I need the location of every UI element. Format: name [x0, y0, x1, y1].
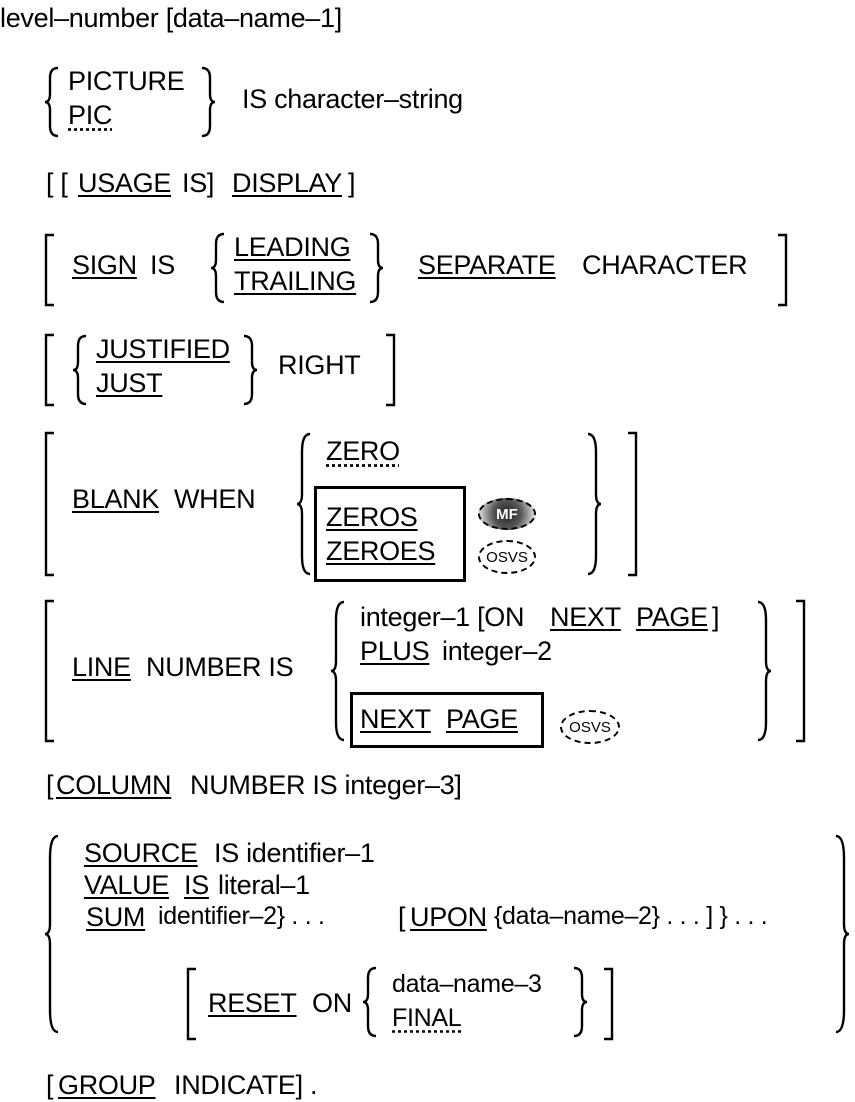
line-option-next: NEXT: [550, 602, 621, 632]
right-bracket: [386, 333, 396, 407]
usage-close-bracket: ]: [348, 168, 356, 198]
line-option-page: PAGE: [636, 602, 708, 632]
value-is-keyword: IS: [184, 870, 209, 900]
right-brace: [835, 834, 850, 1034]
right-bracket: [628, 431, 638, 577]
picture-tail: IS character–string: [242, 84, 463, 114]
usage-open-bracket: [ [: [46, 168, 68, 198]
left-brace: [44, 834, 59, 1034]
right-brace: [587, 432, 602, 576]
usage-keyword: USAGE: [78, 168, 172, 198]
integer-2: integer–2: [442, 636, 552, 666]
left-bracket: [44, 233, 54, 307]
left-bracket: [44, 599, 54, 743]
just-keyword: JUST: [96, 368, 163, 398]
sign-keyword: SIGN: [72, 250, 137, 280]
zero-keyword: ZERO: [326, 436, 400, 466]
osvs-badge-icon: OSVS: [478, 540, 536, 574]
column-keyword: COLUMN: [56, 770, 172, 800]
picture-keyword: PICTURE: [68, 66, 185, 96]
justified-keyword: JUSTIFIED: [96, 334, 230, 364]
left-bracket: [44, 333, 54, 407]
final-keyword: FINAL: [392, 1004, 462, 1032]
on-keyword: ON: [312, 988, 352, 1018]
group-open-bracket: [: [46, 1070, 54, 1100]
usage-is: IS]: [182, 168, 215, 198]
sign-is: IS: [150, 250, 175, 280]
leading-keyword: LEADING: [234, 232, 351, 262]
left-bracket: [186, 967, 196, 1041]
data-name-3: data–name–3: [392, 970, 542, 998]
group-rest: INDICATE] .: [174, 1070, 318, 1100]
upon-rest: {data–name–2} . . . ] } . . .: [494, 902, 768, 930]
pic-keyword: PIC: [68, 100, 113, 130]
left-brace: [330, 600, 345, 742]
zeros-keyword: ZEROS: [326, 502, 418, 532]
value-rest: literal–1: [218, 870, 310, 900]
left-brace: [210, 232, 225, 304]
sum-keyword: SUM: [86, 902, 146, 932]
display-keyword: DISPLAY: [232, 168, 342, 198]
reset-keyword: RESET: [208, 988, 297, 1018]
right-bracket: [796, 599, 806, 743]
left-brace: [362, 966, 377, 1038]
osvs-badge-icon: OSVS: [560, 710, 620, 744]
left-bracket: [44, 431, 54, 577]
right-brace: [757, 600, 772, 742]
source-rest: IS identifier–1: [214, 838, 375, 868]
line-option-close: ]: [712, 602, 720, 632]
trailing-keyword: TRAILING: [234, 266, 357, 296]
syntax-header: level–number [data–name–1]: [0, 3, 342, 33]
blank-keyword: BLANK: [72, 484, 160, 514]
sum-rest: identifier–2} . . .: [158, 902, 325, 930]
right-brace: [573, 966, 588, 1038]
line-option-integer-1: integer–1 [ON: [360, 602, 525, 632]
left-brace: [44, 66, 59, 138]
column-open-bracket: [: [46, 770, 54, 800]
when-keyword: WHEN: [174, 484, 256, 514]
source-keyword: SOURCE: [84, 838, 198, 868]
mf-badge-icon: MF: [478, 498, 536, 530]
line-keyword: LINE: [72, 652, 131, 682]
right-brace: [243, 334, 258, 406]
right-keyword: RIGHT: [278, 350, 361, 380]
ansi-extension-box: [314, 486, 466, 582]
right-bracket: [778, 233, 788, 307]
left-brace: [72, 334, 87, 406]
upon-keyword: UPON: [410, 902, 487, 932]
left-brace: [296, 432, 311, 576]
value-keyword: VALUE: [84, 870, 170, 900]
column-rest: NUMBER IS integer–3]: [190, 770, 462, 800]
right-bracket: [604, 967, 614, 1041]
upon-open-bracket: [: [398, 902, 406, 932]
plus-keyword: PLUS: [360, 636, 430, 666]
separate-keyword: SEPARATE: [418, 250, 556, 280]
page-keyword: PAGE: [446, 704, 518, 734]
group-keyword: GROUP: [58, 1070, 156, 1100]
character-keyword: CHARACTER: [582, 250, 748, 280]
ansi-extension-box: [350, 692, 544, 748]
right-brace: [369, 232, 384, 304]
right-brace: [201, 66, 216, 138]
next-keyword: NEXT: [360, 704, 431, 734]
zeroes-keyword: ZEROES: [326, 536, 436, 566]
number-is-keyword: NUMBER IS: [146, 652, 294, 682]
